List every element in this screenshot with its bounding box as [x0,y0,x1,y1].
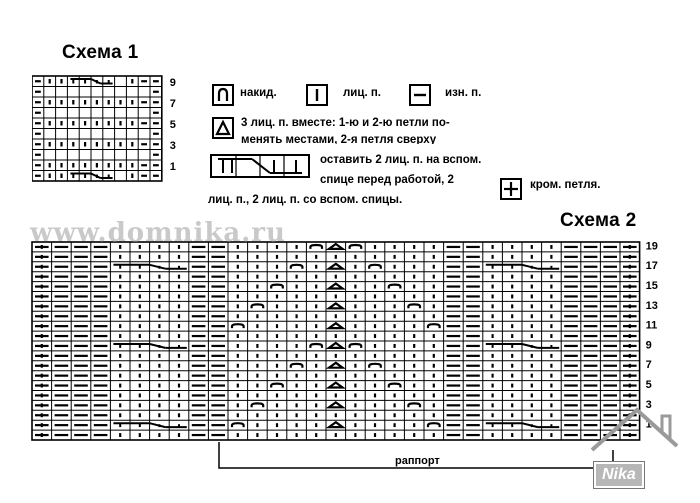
cable-symbol [521,343,538,349]
rapport-label: раппорт [389,455,446,467]
row-number: 7 [646,359,652,371]
yarn-over-icon [217,87,229,101]
row-number: 5 [646,379,652,391]
plus-icon [504,182,518,196]
row-number: 1 [646,419,652,431]
scheme1-title: Схема 1 [62,42,139,63]
scheme1-chart: 9 7 5 3 1 [32,75,176,182]
row-number: 9 [646,339,652,351]
scheme2-title: Схема 2 [560,210,637,231]
yarn-over-symbol [250,303,265,309]
cable-label-line3: лиц. п., 2 лиц. п. со вспом. спицы. [208,194,403,206]
purl-symbol [409,84,431,106]
k3tog-symbol [325,302,347,310]
rapport-bracket [218,442,614,469]
yarn-over-symbol [387,382,402,388]
k3tog-label-line2: менять местами, 2-я петля сверху [241,134,437,144]
cable-symbol [521,263,538,270]
purl-label: изн. п. [445,87,482,99]
cable-icon [218,156,302,176]
yarn-over-symbol [426,323,441,329]
yarn-over-label: накид. [240,87,277,99]
yarn-over-symbol [289,263,304,269]
yarn-over-symbol [348,243,363,249]
k3tog-symbol [325,262,347,270]
house-icon [590,407,679,452]
edge-stitch-symbol [500,178,522,200]
cable-symbol [521,422,538,429]
yarn-over-symbol [270,283,284,289]
row-number: 5 [170,119,176,131]
nika-logo: Nika [594,462,644,488]
yarn-over-symbol [230,422,245,428]
yarn-over-symbol [368,362,382,368]
row-number: 9 [170,77,176,89]
knit-symbol [306,84,328,106]
row-number: 7 [170,98,176,110]
scheme1-grid [32,75,163,182]
cable-symbol [90,78,101,85]
k3tog-symbol [325,242,347,250]
k3tog-symbol [325,381,347,389]
yarn-over-symbol [289,362,304,368]
scheme1-symbols [35,78,159,179]
yarn-over-symbol [407,402,422,408]
yarn-over-symbol [309,342,324,348]
yarn-over-symbol [387,283,402,289]
yarn-over-symbol [230,323,245,329]
purl-icon [414,93,426,97]
yarn-over-symbol [250,402,265,408]
row-number: 19 [646,240,658,252]
yarn-over-symbol [270,382,284,388]
cable-symbol [149,263,166,270]
k3tog-symbol [325,420,347,429]
cable-label-line2: спице перед работой, 2 [320,174,454,186]
scheme2-chart: 19 17 15 13 11 9 7 5 3 1 [31,240,658,469]
knit-label: лиц. п. [343,87,381,99]
legend: накид. лиц. п. изн. п. 3 лиц. п. вместе:… [0,0,700,220]
knit-icon [315,89,319,101]
scheme1-row-numbers: 9 7 5 3 1 [170,77,176,173]
k3tog-symbol [325,282,347,290]
cable-symbol [90,172,101,179]
yarn-over-symbol [212,84,234,106]
k3tog-symbol [325,401,347,409]
cable-symbol [149,422,166,429]
scheme2-row-numbers: 19 17 15 13 11 9 7 5 3 1 [646,240,658,430]
row-number: 15 [646,280,658,292]
row-number: 17 [646,260,658,272]
row-number: 1 [170,161,176,173]
yarn-over-symbol [407,303,422,309]
k3tog-label-line1: 3 лиц. п. вместе: 1-ю и 2-ю петли по- [241,117,450,129]
cable-symbol [149,343,166,349]
row-number: 13 [646,300,658,312]
edge-stitch-label: кром. петля. [530,179,601,191]
scheme2-symbols [35,242,637,437]
watermark: www.domnika.ru [30,218,286,248]
row-number: 11 [646,320,658,332]
k3tog-symbol [325,361,347,369]
triangle-icon [215,119,231,136]
yarn-over-symbol [426,422,441,428]
yarn-over-symbol [368,263,382,269]
k3tog-symbol [325,321,347,330]
k3tog-symbol [212,117,234,139]
k3tog-symbol [325,341,347,349]
yarn-over-symbol [309,243,324,249]
yarn-over-symbol [348,342,363,348]
scheme2-grid [31,241,641,441]
row-number: 3 [646,399,652,411]
row-number: 3 [170,140,176,152]
cable-symbol [210,154,310,178]
cable-label-line1: оставить 2 лиц. п. на вспом. [320,154,482,166]
